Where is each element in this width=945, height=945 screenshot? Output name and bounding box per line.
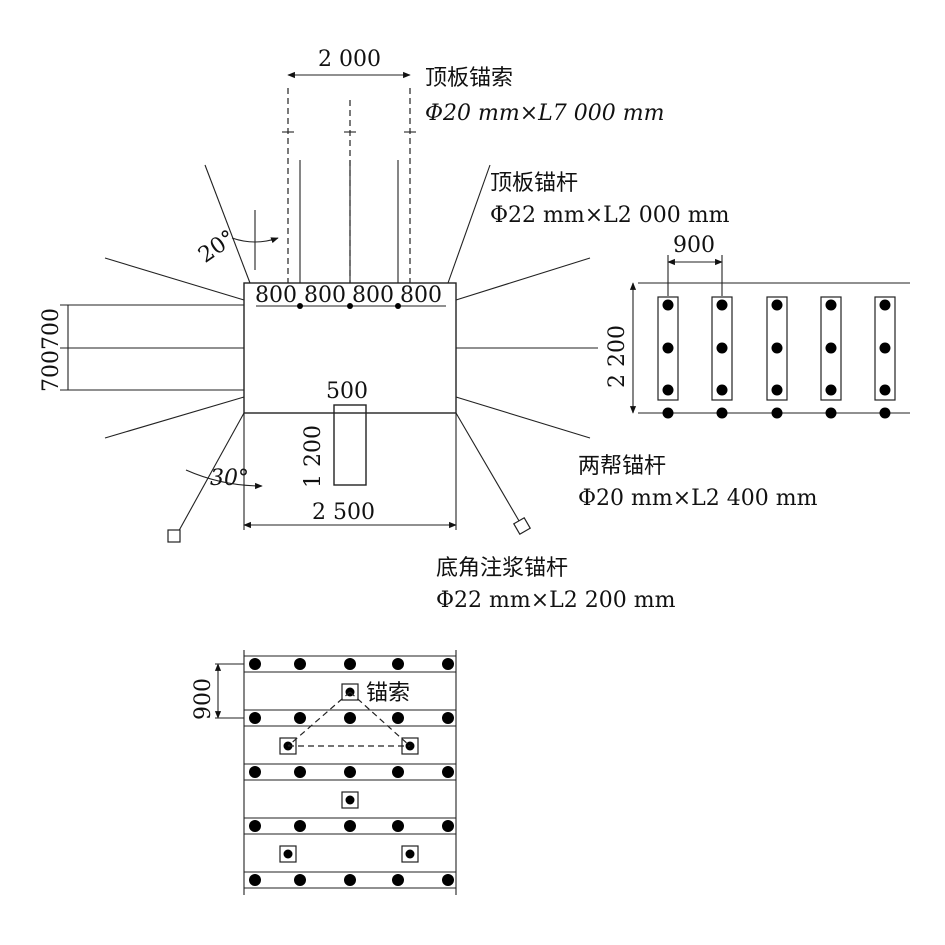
- side-elevation: 2 200 900: [605, 233, 910, 419]
- plan-bolt-3-4: [392, 766, 404, 778]
- plan-bolt-1-4: [392, 658, 404, 670]
- plan-bolt-2-2: [294, 712, 306, 724]
- elev-bolt-columns: [657, 296, 896, 419]
- plan-bolt-3-1: [249, 766, 261, 778]
- angle-arc-roof: [231, 237, 279, 244]
- plan-bolt-5-2: [294, 874, 306, 886]
- plan-bolt-4-3: [344, 820, 356, 832]
- side-bolt-right-1: [455, 257, 591, 301]
- plan-bolt-rows: [244, 655, 456, 889]
- elev-floor-bolt-4: [825, 407, 837, 419]
- dim-roof-spacing-1: 800: [255, 283, 297, 308]
- dim-roof-spacing-3: 800: [352, 283, 394, 308]
- dim-width: 2 500: [312, 500, 375, 525]
- dim-height: 2 200: [605, 325, 630, 388]
- angle-floor: 30°: [210, 466, 249, 491]
- dim-plan-row-spacing: 900: [191, 678, 216, 720]
- roof-bolt-corner-right: [447, 164, 491, 284]
- elev-bolt-3-2: [771, 342, 783, 354]
- plan-bolt-1-5: [442, 658, 454, 670]
- dim-cable-spacing: 2 000: [318, 47, 381, 72]
- floor-bolt-spec: Φ22 mm×L2 200 mm: [436, 588, 676, 613]
- dim-elev-row-spacing: 900: [673, 233, 715, 258]
- floor-bolt-label: 底角注浆锚杆: [436, 556, 568, 581]
- plan-bolt-3-3: [344, 766, 356, 778]
- plan-bolt-2-1: [249, 712, 261, 724]
- elev-bolt-5-1: [879, 299, 891, 311]
- elev-floor-bolt-2: [716, 407, 728, 419]
- plan-cable-5: [283, 849, 293, 859]
- plan-bolt-4-1: [249, 820, 261, 832]
- roof-plan: 900 锚索: [191, 650, 457, 895]
- elev-floor-bolt-3: [771, 407, 783, 419]
- dim-trench-depth: 1 200: [301, 425, 326, 488]
- plan-cable-label: 锚索: [366, 681, 410, 706]
- elev-bolt-1-2: [662, 342, 674, 354]
- elev-bolt-4-3: [825, 384, 837, 396]
- dim-trench-width: 500: [326, 379, 368, 404]
- elev-bolt-3-1: [771, 299, 783, 311]
- plan-bolt-5-1: [249, 874, 261, 886]
- elev-bolt-3-3: [771, 384, 783, 396]
- plan-bolt-2-4: [392, 712, 404, 724]
- angle-arc-floor: [185, 469, 263, 490]
- roof-cable-label: 顶板锚索: [425, 66, 513, 91]
- roof-bolt-spec: Φ22 mm×L2 000 mm: [490, 203, 730, 228]
- plan-bolt-5-3: [344, 874, 356, 886]
- plan-bolt-4-2: [294, 820, 306, 832]
- dim-side-spacing: 700700: [39, 308, 64, 392]
- elev-bolt-4-1: [825, 299, 837, 311]
- plan-bolt-5-5: [442, 874, 454, 886]
- plan-bolt-1-2: [294, 658, 306, 670]
- elev-floor-bolt-5: [879, 407, 891, 419]
- plan-bolt-3-2: [294, 766, 306, 778]
- elev-bolt-2-1: [716, 299, 728, 311]
- plan-bolt-4-5: [442, 820, 454, 832]
- elev-bolt-1-1: [662, 299, 674, 311]
- dim-roof-spacing-2: 800: [304, 283, 346, 308]
- roof-plate-dot-3: [395, 303, 401, 309]
- side-bolt-left-1: [104, 257, 245, 301]
- plan-bolt-2-3: [344, 712, 356, 724]
- plan-bolt-2-5: [442, 712, 454, 724]
- elev-bolt-2-3: [716, 384, 728, 396]
- floor-bolt-left-head: [167, 529, 181, 543]
- plan-bolt-3-5: [442, 766, 454, 778]
- plan-bolt-5-4: [392, 874, 404, 886]
- roof-plate-dot-1: [297, 303, 303, 309]
- trench: [333, 404, 367, 486]
- side-bolt-right-3: [455, 396, 591, 439]
- elev-bolt-2-2: [716, 342, 728, 354]
- cable-link-1: [287, 691, 351, 747]
- plan-cable-6: [405, 849, 415, 859]
- elev-bolt-4-2: [825, 342, 837, 354]
- roof-bolt-label: 顶板锚杆: [490, 171, 578, 196]
- dim-roof-spacing-4: 800: [400, 283, 442, 308]
- cable-link-2: [349, 691, 411, 747]
- plan-cable-4: [345, 795, 355, 805]
- side-bolt-left-5: [104, 396, 245, 439]
- cross-section: 2 000 顶板锚索 Φ20 mm×L7 000 mm 顶板锚杆 Φ22 mm×…: [39, 47, 818, 613]
- plan-bolt-1-1: [249, 658, 261, 670]
- roof-bolt-corner-left: [204, 164, 251, 284]
- plan-bolt-4-4: [392, 820, 404, 832]
- side-bolt-label: 两帮锚杆: [578, 454, 666, 479]
- roof-cable-spec: Φ20 mm×L7 000 mm: [425, 101, 665, 126]
- elev-bolt-5-2: [879, 342, 891, 354]
- elev-bolt-5-3: [879, 384, 891, 396]
- angle-roof: 20°: [194, 226, 240, 269]
- floor-bolt-right: [455, 412, 523, 527]
- roof-plate-dot-2: [347, 303, 353, 309]
- elev-floor-bolt-1: [662, 407, 674, 419]
- floor-bolt-right-head: [512, 516, 532, 536]
- floor-bolt-left: [175, 412, 245, 537]
- elev-bolt-1-3: [662, 384, 674, 396]
- side-bolt-spec: Φ20 mm×L2 400 mm: [578, 486, 818, 511]
- plan-bolt-1-3: [344, 658, 356, 670]
